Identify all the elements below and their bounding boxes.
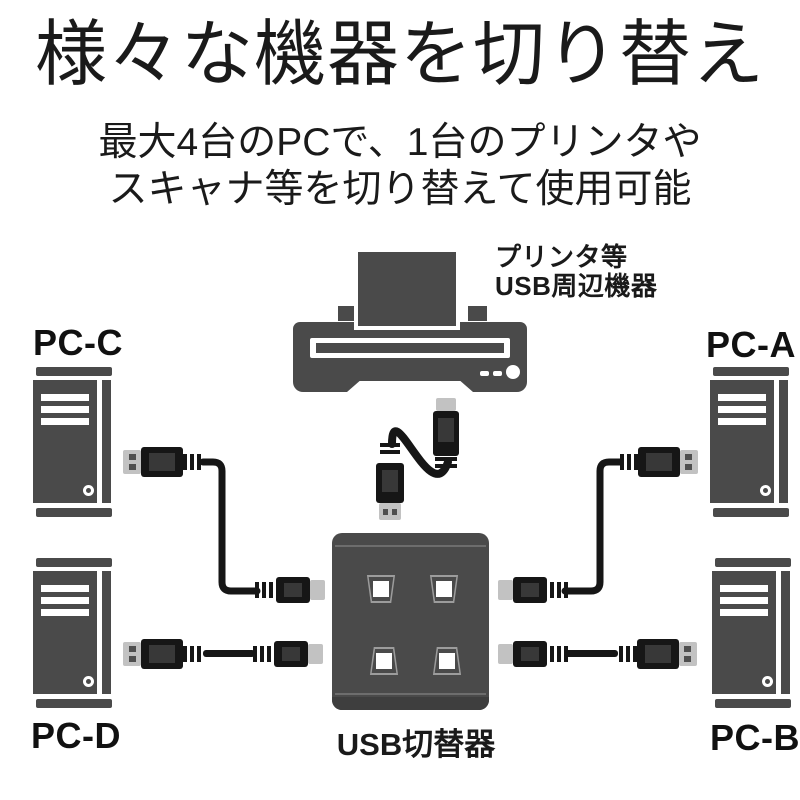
usb-a-connector-icon xyxy=(123,639,204,669)
usb-cable-icon xyxy=(565,650,618,657)
usb-a-connector-icon xyxy=(123,447,204,477)
pc-power-button xyxy=(83,485,94,496)
usb-a-connector-icon xyxy=(376,440,404,520)
switch-port-button xyxy=(431,647,463,675)
printer-paper xyxy=(354,252,460,330)
pc-tower-icon xyxy=(33,558,113,708)
subtitle-line1: 最大4台のPCで、1台のプリンタや xyxy=(98,121,702,164)
printer-front-tray xyxy=(347,381,473,392)
printer-body xyxy=(293,322,527,392)
usb-switch-label: USB切替器 xyxy=(336,727,496,762)
subtitle-line2: スキャナ等を切り替えて使用可能 xyxy=(108,167,692,211)
pc-label-bottom-left: PC-D xyxy=(31,715,121,756)
switch-port-button xyxy=(365,575,397,603)
switch-port-button xyxy=(428,575,460,603)
usb-switch-icon xyxy=(332,533,489,710)
pc-label-top-right: PC-A xyxy=(706,324,796,365)
usb-cable-icon xyxy=(200,458,261,595)
peripheral-label-line1: プリンタ等 xyxy=(495,242,628,272)
printer-paper-guide-left xyxy=(338,306,357,321)
usb-cable-icon xyxy=(388,427,452,478)
printer-indicator-dash xyxy=(480,371,489,376)
printer-power-button xyxy=(506,365,520,379)
switch-bottom-ridge xyxy=(335,693,486,695)
pc-label-top-left: PC-C xyxy=(33,322,123,363)
pc-tower-icon xyxy=(710,367,790,517)
usb-a-connector-icon xyxy=(616,639,697,669)
printer-icon xyxy=(293,252,527,393)
usb-b-connector-icon xyxy=(433,398,461,468)
usb-a-connector-icon xyxy=(617,447,698,477)
switch-port-button xyxy=(368,647,400,675)
pc-tower-icon xyxy=(712,558,792,708)
printer-paper-guide-right xyxy=(468,306,487,321)
peripheral-label-line2: USB周辺機器 xyxy=(495,270,658,301)
usb-b-connector-icon xyxy=(498,641,568,667)
usb-cable-icon xyxy=(561,458,624,595)
page-title: 様々な機器を切り替え xyxy=(34,15,765,95)
usb-cable-icon xyxy=(203,650,255,657)
usb-b-connector-icon xyxy=(255,577,325,603)
switch-top-ridge xyxy=(335,545,486,547)
peripheral-label: プリンタ等 USB周辺機器 xyxy=(495,243,657,300)
page-subtitle: 最大4台のPCで、1台のプリンタや スキャナ等を切り替えて使用可能 xyxy=(0,120,800,214)
pc-tower-icon xyxy=(33,367,113,517)
pc-power-button xyxy=(762,676,773,687)
printer-indicator-dash xyxy=(493,371,502,376)
printer-output-slot xyxy=(310,338,510,358)
switch-base xyxy=(332,697,489,710)
pc-label-bottom-right: PC-B xyxy=(710,717,800,758)
pc-power-button xyxy=(760,485,771,496)
pc-power-button xyxy=(83,676,94,687)
usb-b-connector-icon xyxy=(253,641,323,667)
